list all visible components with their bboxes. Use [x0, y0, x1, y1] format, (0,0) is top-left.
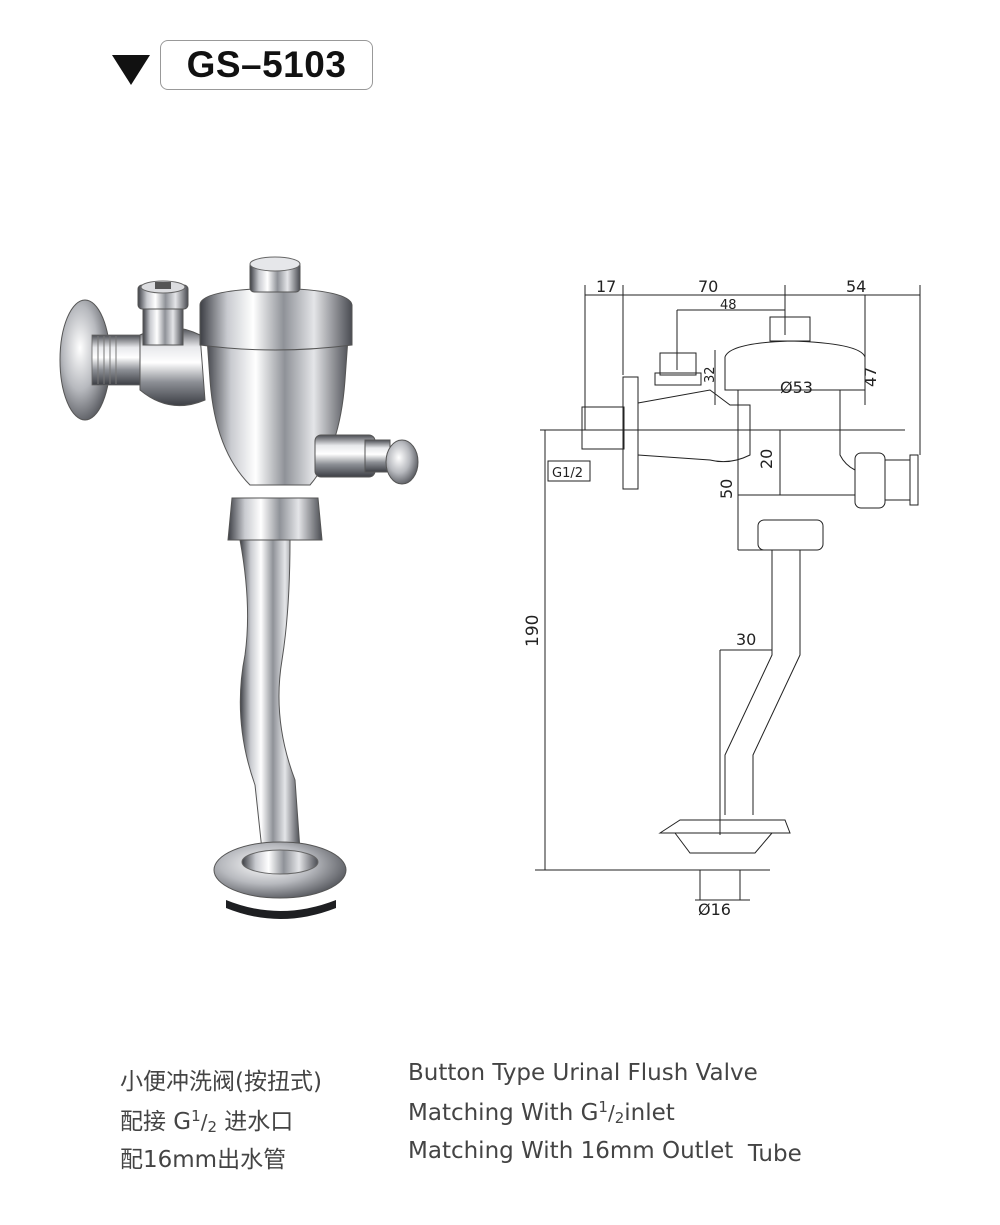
- en-description-line-2: Matching With G1/2inlet: [408, 1098, 675, 1127]
- cn-description-line-3: 配16mm出水管: [120, 1147, 287, 1173]
- en-description-line-3: Matching With 16mm Outlet Tube: [408, 1138, 802, 1167]
- model-number: GS–5103: [186, 44, 347, 85]
- product-photo: [59, 256, 419, 919]
- dim-g12: G1/2: [552, 466, 583, 481]
- cn-description-line-2: 配接 G1/2 进水口: [120, 1107, 294, 1136]
- technical-drawing: 17 70 54 48 32 Ø53 47 20 50 190 30 Ø16 G…: [523, 277, 921, 919]
- dim-32: 32: [703, 366, 718, 383]
- dim-16: Ø16: [698, 900, 731, 919]
- dim-17: 17: [596, 277, 616, 296]
- cn-description-line-1: 小便冲洗阀(按扭式): [120, 1069, 322, 1095]
- en-description-line-1: Button Type Urinal Flush Valve: [408, 1060, 758, 1086]
- dim-50: 50: [717, 479, 736, 499]
- dim-53: Ø53: [780, 378, 813, 397]
- drawing-inlet-nut: [581, 406, 625, 450]
- dim-54: 54: [846, 277, 866, 296]
- dim-190: 190: [523, 615, 543, 647]
- triangle-marker-icon: [112, 55, 150, 85]
- dim-47: 47: [861, 367, 880, 387]
- valve-top-cap: [199, 287, 353, 351]
- lower-nut: [227, 497, 323, 541]
- stop-valve-stem: [142, 304, 184, 346]
- model-number-box: GS–5103: [160, 40, 373, 90]
- valve-body: [204, 309, 351, 486]
- dim-20: 20: [757, 449, 776, 469]
- dim-30: 30: [736, 630, 756, 649]
- outlet-pipe: [239, 539, 301, 851]
- push-button: [385, 439, 419, 485]
- dim-70: 70: [698, 277, 718, 296]
- dim-48: 48: [720, 298, 737, 313]
- drawing-top-nut: [769, 316, 811, 342]
